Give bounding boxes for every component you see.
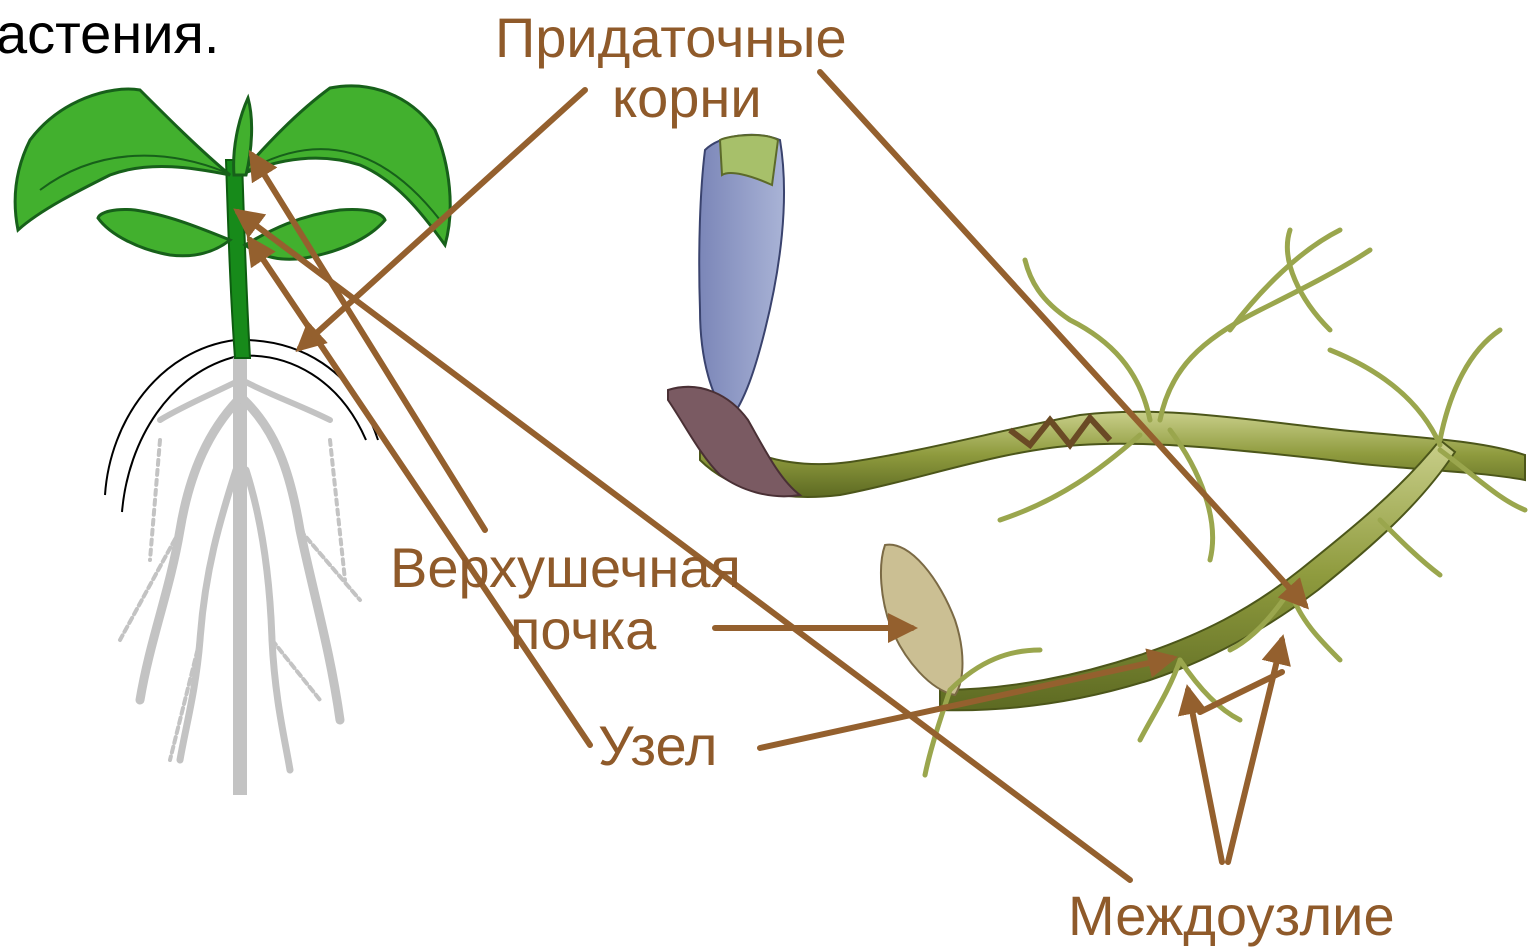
label-adventitious-roots-line2: корни <box>612 70 762 126</box>
label-internode: Междоузлие <box>1068 888 1395 944</box>
arrow-adventitious-roots-right <box>820 72 1305 605</box>
apical-bud-shape <box>234 98 252 175</box>
arrow-node-left <box>250 240 590 745</box>
arrow-internode-mid <box>1188 690 1222 862</box>
lower-bud <box>881 545 963 695</box>
leaf-lower-left <box>98 209 230 255</box>
page-title: астения. <box>0 0 219 68</box>
seedling-roots <box>120 360 360 800</box>
label-node: Узел <box>598 718 717 774</box>
label-apical-bud-line2: почка <box>510 602 656 658</box>
label-apical-bud-line1: Верхушечная <box>390 540 741 596</box>
label-adventitious-roots-line1: Придаточные <box>495 10 847 66</box>
rhizome-illustration <box>668 135 1525 775</box>
arrow-node-right <box>760 658 1172 748</box>
seedling-stem <box>226 160 250 358</box>
